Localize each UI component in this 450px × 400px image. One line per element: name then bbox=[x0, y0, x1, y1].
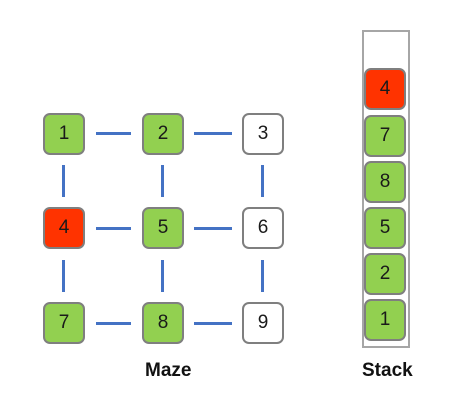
stack-item-label: 4 bbox=[379, 78, 391, 99]
stack-item-label: 5 bbox=[379, 217, 391, 238]
maze-node-8: 8 bbox=[142, 302, 184, 344]
maze-node-label: 8 bbox=[157, 312, 169, 333]
maze-node-label: 2 bbox=[157, 123, 169, 144]
maze-node-4: 4 bbox=[43, 207, 85, 249]
edge-2-3 bbox=[194, 132, 232, 135]
edge-5-8 bbox=[161, 260, 164, 292]
maze-node-label: 5 bbox=[157, 217, 169, 238]
stack-item-label: 2 bbox=[379, 263, 391, 284]
maze-node-label: 6 bbox=[257, 217, 269, 238]
edge-7-8 bbox=[96, 322, 131, 325]
maze-node-9: 9 bbox=[242, 302, 284, 344]
maze-node-label: 4 bbox=[58, 217, 70, 238]
maze-node-label: 3 bbox=[257, 123, 269, 144]
edge-3-6 bbox=[261, 165, 264, 197]
edge-4-5 bbox=[96, 227, 131, 230]
stack-item: 7 bbox=[364, 115, 406, 157]
stack-item-label: 8 bbox=[379, 171, 391, 192]
maze-caption: Maze bbox=[145, 360, 192, 381]
edge-1-2 bbox=[96, 132, 131, 135]
maze-node-7: 7 bbox=[43, 302, 85, 344]
stack-item-label: 1 bbox=[379, 309, 391, 330]
stack-item-bottom: 1 bbox=[364, 299, 406, 341]
maze-node-6: 6 bbox=[242, 207, 284, 249]
maze-node-3: 3 bbox=[242, 113, 284, 155]
edge-4-7 bbox=[62, 260, 65, 292]
maze-node-label: 7 bbox=[58, 312, 70, 333]
edge-5-6 bbox=[194, 227, 232, 230]
stack-item: 2 bbox=[364, 253, 406, 295]
maze-node-2: 2 bbox=[142, 113, 184, 155]
edge-2-5 bbox=[161, 165, 164, 197]
maze-node-5: 5 bbox=[142, 207, 184, 249]
edge-1-4 bbox=[62, 165, 65, 197]
maze-node-label: 1 bbox=[58, 123, 70, 144]
edge-6-9 bbox=[261, 260, 264, 292]
stack-item-label: 7 bbox=[379, 125, 391, 146]
edge-8-9 bbox=[194, 322, 232, 325]
stack-item: 5 bbox=[364, 207, 406, 249]
maze-node-label: 9 bbox=[257, 312, 269, 333]
stack-container bbox=[362, 30, 410, 348]
stack-item-top: 4 bbox=[364, 68, 406, 110]
stack-item: 8 bbox=[364, 161, 406, 203]
stack-caption: Stack bbox=[362, 360, 413, 381]
maze-node-1: 1 bbox=[43, 113, 85, 155]
